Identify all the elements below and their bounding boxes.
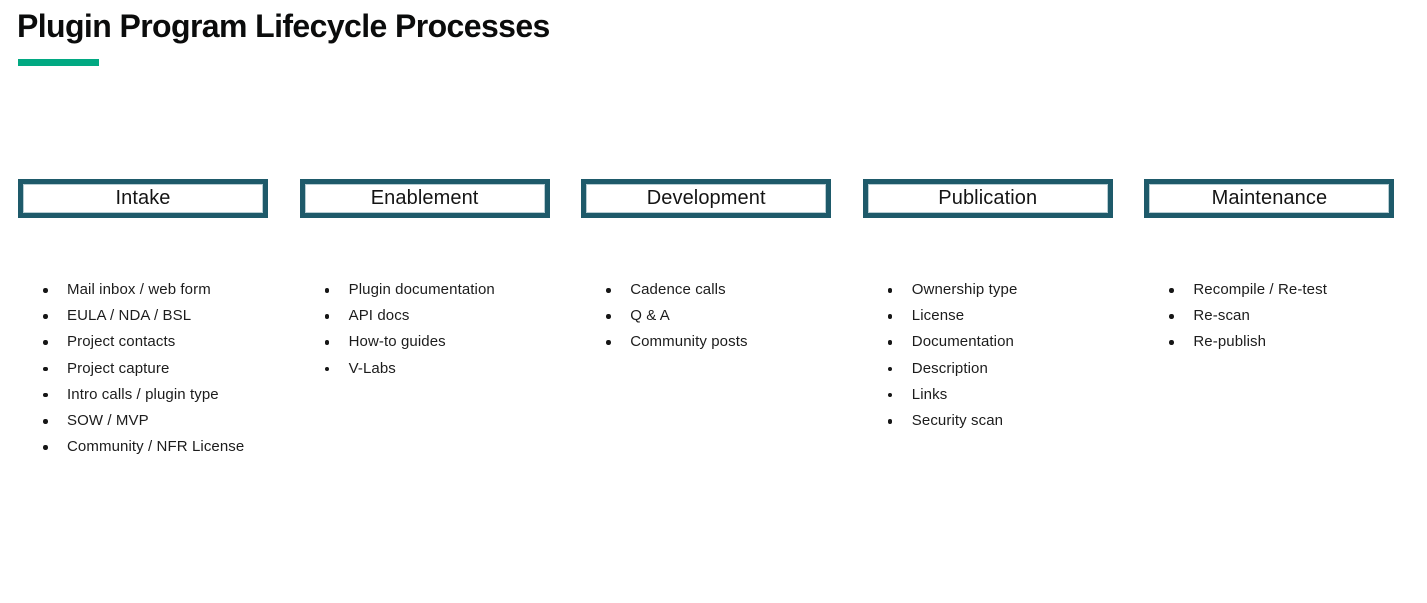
list-item: Description: [863, 356, 1113, 382]
list-item: Re-publish: [1144, 329, 1394, 355]
list-item: EULA / NDA / BSL: [18, 303, 268, 329]
column-development: Development Cadence calls Q & A Communit…: [581, 179, 832, 460]
list-item: License: [863, 303, 1113, 329]
phase-list-development: Cadence calls Q & A Community posts: [581, 277, 831, 356]
phase-list-maintenance: Recompile / Re-test Re-scan Re-publish: [1144, 277, 1394, 356]
list-item: Intro calls / plugin type: [18, 382, 268, 408]
phase-label-publication: Publication: [938, 187, 1038, 209]
list-item: Documentation: [863, 329, 1113, 355]
list-item: Mail inbox / web form: [18, 277, 268, 303]
phase-label-maintenance: Maintenance: [1211, 187, 1328, 209]
column-maintenance: Maintenance Recompile / Re-test Re-scan …: [1144, 179, 1395, 460]
list-item: How-to guides: [300, 329, 550, 355]
phase-box-publication-inner: Publication: [867, 184, 1108, 213]
list-item: Plugin documentation: [300, 277, 550, 303]
phase-box-maintenance-inner: Maintenance: [1149, 184, 1390, 213]
page-title: Plugin Program Lifecycle Processes: [17, 8, 550, 44]
list-item: Recompile / Re-test: [1144, 277, 1394, 303]
column-intake: Intake Mail inbox / web form EULA / NDA …: [18, 179, 268, 460]
phase-box-intake-inner: Intake: [23, 184, 263, 213]
list-item: SOW / MVP: [18, 408, 268, 434]
list-item: Project contacts: [18, 329, 268, 355]
phase-list-intake: Mail inbox / web form EULA / NDA / BSL P…: [18, 277, 268, 460]
column-publication: Publication Ownership type License Docum…: [862, 179, 1113, 460]
phase-box-development-inner: Development: [586, 184, 827, 213]
phase-label-intake: Intake: [115, 187, 171, 209]
phase-box-maintenance: Maintenance: [1144, 179, 1395, 218]
phase-box-enablement-inner: Enablement: [304, 184, 545, 213]
list-item: Project capture: [18, 356, 268, 382]
list-item: API docs: [300, 303, 550, 329]
list-item: Ownership type: [863, 277, 1113, 303]
phase-list-publication: Ownership type License Documentation Des…: [863, 277, 1113, 434]
list-item: Security scan: [863, 408, 1113, 434]
list-item: Links: [863, 382, 1113, 408]
phase-label-development: Development: [646, 187, 766, 209]
phase-box-intake: Intake: [18, 179, 268, 218]
accent-underline: [18, 59, 99, 66]
list-item: Community posts: [581, 329, 831, 355]
phase-box-development: Development: [581, 179, 832, 218]
list-item: V-Labs: [300, 356, 550, 382]
list-item: Community / NFR License: [18, 434, 268, 460]
phase-list-enablement: Plugin documentation API docs How-to gui…: [300, 277, 550, 382]
phase-box-publication: Publication: [862, 179, 1113, 218]
list-item: Re-scan: [1144, 303, 1394, 329]
lifecycle-columns: Intake Mail inbox / web form EULA / NDA …: [18, 179, 1395, 460]
list-item: Q & A: [581, 303, 831, 329]
list-item: Cadence calls: [581, 277, 831, 303]
phase-label-enablement: Enablement: [370, 187, 479, 209]
phase-box-enablement: Enablement: [299, 179, 550, 218]
column-enablement: Enablement Plugin documentation API docs…: [299, 179, 550, 460]
